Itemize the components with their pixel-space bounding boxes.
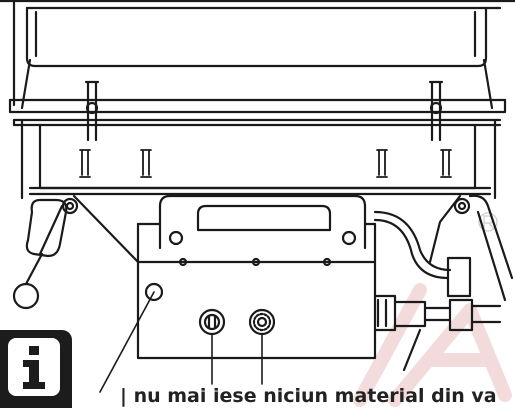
rotary-knob	[248, 308, 276, 336]
registered-mark-icon	[478, 212, 498, 232]
lower-frame	[20, 118, 497, 200]
control-box	[136, 222, 377, 360]
caption-text: | nu mai iese niciun material din va	[120, 384, 515, 408]
left-roller	[12, 194, 140, 310]
caption-bar: |	[120, 385, 127, 407]
caption-body: nu mai iese niciun material din va	[133, 385, 497, 407]
hopper	[0, 0, 515, 127]
frame-bolts	[79, 149, 452, 178]
right-assembly	[373, 194, 514, 372]
indicator-lamp	[144, 282, 164, 302]
info-icon	[0, 330, 72, 408]
callout-lines	[99, 291, 263, 393]
key-switch	[198, 308, 226, 336]
lever-knob	[12, 282, 40, 310]
hopper-brackets	[84, 80, 444, 142]
info-glyph	[23, 346, 45, 389]
watermark	[353, 283, 512, 407]
handle-bracket	[158, 194, 367, 250]
